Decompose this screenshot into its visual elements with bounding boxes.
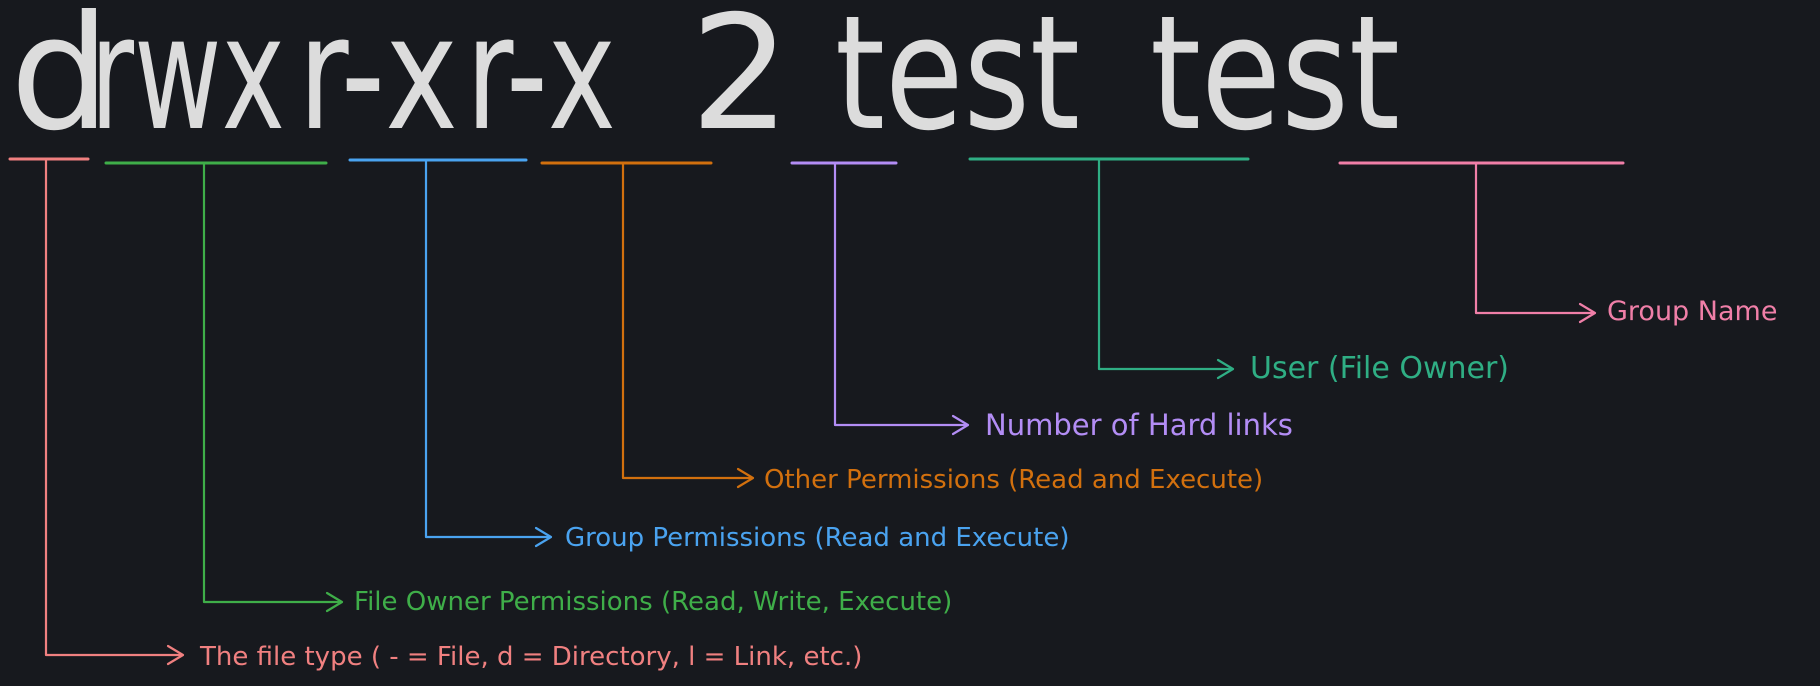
group-perms-arrowhead	[534, 526, 553, 548]
owner-perms-arrowhead	[325, 591, 344, 613]
group-perms-connector	[424, 158, 552, 539]
other-perms-label: Other Permissions (Read and Execute)	[764, 465, 1263, 495]
user-label: User (File Owner)	[1250, 351, 1509, 386]
file-type-label: The file type ( - = File, d = Directory,…	[199, 642, 862, 672]
file-type-char: d	[10, 0, 110, 166]
group-annotation: Group Name	[1338, 161, 1777, 327]
file-type-annotation: The file type ( - = File, d = Directory,…	[8, 157, 862, 672]
owner-perms-chars: rwx	[90, 0, 285, 166]
user-annotation: User (File Owner)	[968, 157, 1509, 386]
group-label: Group Name	[1607, 296, 1777, 327]
user-arrowhead	[1216, 358, 1235, 380]
group-perms-annotation: Group Permissions (Read and Execute)	[348, 158, 1070, 553]
group-arrowhead	[1578, 302, 1597, 324]
user-name: test	[835, 0, 1080, 166]
hard-links-label: Number of Hard links	[985, 408, 1293, 442]
user-connector	[1097, 157, 1234, 371]
group-perms-label: Group Permissions (Read and Execute)	[565, 523, 1070, 553]
group-connector	[1474, 161, 1596, 315]
owner-perms-label: File Owner Permissions (Read, Write, Exe…	[354, 587, 952, 617]
hard-links-arrowhead	[951, 414, 970, 436]
file-type-connector	[44, 157, 184, 657]
group-perms-chars: r-x	[298, 0, 458, 166]
other-perms-arrowhead	[736, 467, 755, 489]
other-perms-connector	[621, 161, 754, 480]
hard-links-count: 2	[690, 0, 791, 166]
owner-perms-annotation: File Owner Permissions (Read, Write, Exe…	[104, 161, 952, 617]
hard-links-connector	[833, 161, 969, 427]
other-perms-annotation: Other Permissions (Read and Execute)	[540, 161, 1263, 495]
hard-links-annotation: Number of Hard links	[790, 161, 1293, 442]
group-name: test	[1150, 0, 1400, 166]
file-type-arrowhead	[166, 644, 185, 666]
other-perms-chars: r-x	[466, 0, 616, 166]
owner-perms-connector	[202, 161, 343, 604]
